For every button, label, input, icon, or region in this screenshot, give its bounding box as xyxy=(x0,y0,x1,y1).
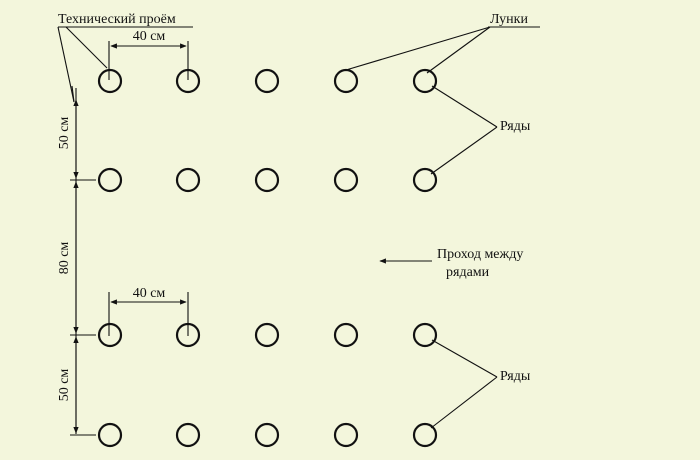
planting-hole xyxy=(333,68,359,94)
aisle-label-line2: рядами xyxy=(446,265,490,280)
hole-spacing-bottom-label: 40 см xyxy=(133,286,166,301)
rows-bottom-leader-2 xyxy=(430,376,498,429)
planting-hole xyxy=(175,167,201,193)
hole-spacing-top-label: 40 см xyxy=(133,29,166,44)
row-spacing-bottom-label: 50 см xyxy=(57,369,72,402)
rows-top-leader-2 xyxy=(430,126,498,175)
rows-top-leader-1 xyxy=(431,85,498,128)
rows-bottom-label: Ряды xyxy=(500,369,531,384)
planting-hole xyxy=(412,167,438,193)
planting-hole xyxy=(412,422,438,448)
row-spacing-top-label: 50 см xyxy=(57,117,72,150)
holes-label: Лунки xyxy=(490,12,528,27)
planting-hole xyxy=(97,167,123,193)
planting-hole xyxy=(97,422,123,448)
rows-bottom-leader-1 xyxy=(431,339,498,378)
aisle-label-line1: Проход между xyxy=(437,247,523,262)
planting-hole xyxy=(333,422,359,448)
planting-hole xyxy=(412,322,438,348)
holes-leader-2 xyxy=(426,26,491,74)
holes-grid xyxy=(97,68,438,448)
planting-hole xyxy=(254,167,280,193)
rows-top-label: Ряды xyxy=(500,119,531,134)
holes-leader-1 xyxy=(345,26,491,71)
aisle-width-label: 80 см xyxy=(57,242,72,275)
technical-opening-leader-tip xyxy=(71,85,75,103)
planting-hole xyxy=(412,68,438,94)
planting-hole xyxy=(175,422,201,448)
planting-hole xyxy=(254,68,280,94)
technical-opening-leader-2 xyxy=(65,26,108,69)
planting-hole xyxy=(254,322,280,348)
planting-hole xyxy=(97,68,123,94)
technical-opening-leader xyxy=(57,26,75,103)
planting-hole xyxy=(97,322,123,348)
planting-hole xyxy=(333,167,359,193)
planting-hole xyxy=(333,322,359,348)
planting-hole xyxy=(254,422,280,448)
technical-opening-label: Технический проём xyxy=(58,12,176,27)
